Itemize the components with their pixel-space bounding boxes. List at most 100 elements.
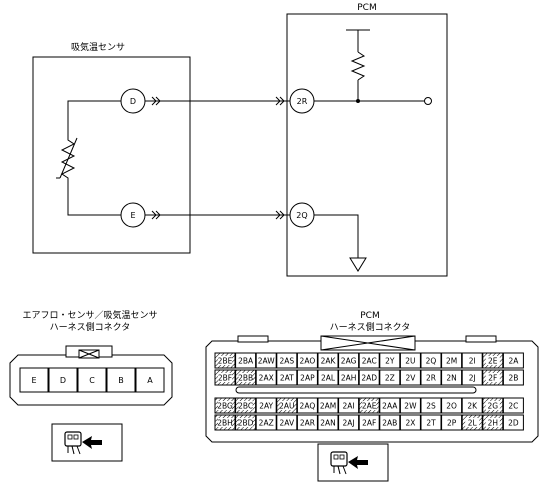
pcm-connector-cell xyxy=(317,369,339,386)
sensor-title: 吸気温センサ xyxy=(71,41,125,53)
pcm-connector-cell xyxy=(379,397,401,414)
pcm-connector-pin-label: 2AW xyxy=(258,357,275,366)
pcm-connector-pin-label: 2AT xyxy=(280,374,294,383)
sensor-box xyxy=(32,56,191,254)
pcm-connector-pin-label: 2BE xyxy=(218,357,233,366)
sensor-connector-pin-label: B xyxy=(118,376,124,385)
pcm-connector-pin-label: 2AU xyxy=(279,402,294,411)
sensor-connector-pin-label: D xyxy=(60,376,66,385)
pcm-connector-cell xyxy=(338,414,360,431)
pcm-connector-pin-label: 2T xyxy=(426,419,436,428)
pcm-connector-cell xyxy=(399,414,421,431)
pcm-connector-pin-label: 2H xyxy=(488,419,498,428)
pcm-connector-pin-label: 2AG xyxy=(341,357,357,366)
pcm-connector-cell xyxy=(461,397,483,414)
pcm-connector-cell xyxy=(276,369,298,386)
pcm-connector-cell xyxy=(296,352,318,369)
pcm-connector-pin-label: 2BA xyxy=(238,357,254,366)
pcm-connector-cell xyxy=(441,397,463,414)
pcm-connector-pin-label: 2AF xyxy=(362,419,376,428)
pcm-connector-pin-label: 2R xyxy=(426,374,436,383)
pcm-connector-pin-label: 2AB xyxy=(382,419,397,428)
pcm-connector-cell xyxy=(441,352,463,369)
pcm-box xyxy=(286,13,448,277)
pcm-connector-cell xyxy=(255,414,277,431)
pull-up-resistor xyxy=(350,51,366,81)
pcm-connector-pin-label: 2Z xyxy=(385,374,395,383)
pcm-connector-pin-label: 2W xyxy=(404,402,417,411)
pcm-connector-pin-label: 2J xyxy=(469,374,476,383)
sensor-connector-cell xyxy=(19,367,49,393)
pcm-connector-cell xyxy=(296,369,318,386)
pcm-connector-pin-label: 2AY xyxy=(259,402,273,411)
sensor-connector-cell xyxy=(77,367,107,393)
pcm-title: PCM xyxy=(357,3,376,13)
pcm-connector-cell xyxy=(379,369,401,386)
sensor-connector-title-line1: エアフロ・センサ／吸気温センサ xyxy=(22,309,157,321)
pcm-connector-pin-label: 2BG xyxy=(217,402,233,411)
pcm-connector-pin-label: 2AK xyxy=(321,357,337,366)
pcm-connector-cell xyxy=(461,352,483,369)
pcm-connector-pin-label: 2AD xyxy=(361,374,377,383)
pcm-connector-pin-label: 2X xyxy=(405,419,415,428)
pcm-connector-cell xyxy=(420,397,442,414)
ground-icon xyxy=(349,257,367,272)
pcm-connector-pin-label: 2C xyxy=(508,402,518,411)
pcm-connector-cell xyxy=(461,369,483,386)
pcm-connector-cell xyxy=(255,369,277,386)
pcm-connector-pin-label: 2K xyxy=(467,402,478,411)
pcm-connector-pin-label: 2AJ xyxy=(343,419,355,428)
pcm-connector-pin-label: 2AX xyxy=(259,374,274,383)
sensor-connector-cell xyxy=(48,367,78,393)
pcm-connector-pin-label: 2AM xyxy=(320,402,336,411)
pcm-connector-pin-label: 2AV xyxy=(280,419,295,428)
pcm-connector-pin-label: 2Y xyxy=(385,357,395,366)
pcm-connector-pin-label: 2V xyxy=(405,374,416,383)
sensor-pin-e-label: E xyxy=(130,211,135,220)
pcm-connector-pin-label: 2AC xyxy=(362,357,377,366)
pcm-connector-pin-label: 2M xyxy=(446,357,457,366)
pcm-connector-cell xyxy=(358,369,380,386)
pcm-output-terminal xyxy=(424,97,432,105)
pcm-connector-pin-label: 2AH xyxy=(341,374,357,383)
pcm-connector-pin-label: 2BH xyxy=(217,419,233,428)
pcm-connector-pin-label: 2BC xyxy=(238,402,253,411)
sensor-connector-title-line2: ハーネス側コネクタ xyxy=(50,321,131,333)
pcm-connector-cell xyxy=(296,397,318,414)
pcm-connector-cell xyxy=(420,414,442,431)
sensor-connector-cell xyxy=(106,367,136,393)
sensor-connector-pin-label: E xyxy=(31,376,36,385)
pcm-connector-cell xyxy=(338,369,360,386)
pcm-connector-pin-label: 2AL xyxy=(321,374,336,383)
pcm-connector-cell xyxy=(420,369,442,386)
pcm-connector-title-line1: PCM xyxy=(360,311,379,321)
pcm-connector-cell xyxy=(502,414,524,431)
pcm-connector-cell xyxy=(317,414,339,431)
pcm-connector-cell xyxy=(441,369,463,386)
pcm-connector-cell xyxy=(399,352,421,369)
pcm-connector-pin-label: 2U xyxy=(405,357,415,366)
pcm-connector-cell xyxy=(255,352,277,369)
pcm-connector-pin-label: 2D xyxy=(508,419,519,428)
pcm-connector-cell xyxy=(420,352,442,369)
pcm-connector-cell xyxy=(502,369,524,386)
pcm-connector-pin-label: 2S xyxy=(426,402,436,411)
pcm-connector-cell xyxy=(358,414,380,431)
pcm-pin-2q-label: 2Q xyxy=(296,211,307,220)
pcm-connector-cell xyxy=(317,352,339,369)
pcm-connector-pin-label: 2AR xyxy=(300,419,315,428)
sensor-pin-d-label: D xyxy=(130,97,136,106)
pcm-connector-pin-label: 2L xyxy=(468,419,478,428)
pcm-connector-pin-label: 2I xyxy=(469,357,476,366)
pcm-connector-cell xyxy=(399,369,421,386)
connector-view-arrow-icon xyxy=(64,431,102,455)
pcm-connector-pin-label: 2E xyxy=(488,357,498,366)
pcm-connector-pin-label: 2B xyxy=(508,374,518,383)
pcm-connector-pin-label: 2F xyxy=(488,374,497,383)
pcm-connector-cell xyxy=(317,397,339,414)
pcm-connector-cell xyxy=(276,414,298,431)
pcm-connector-cell xyxy=(276,352,298,369)
